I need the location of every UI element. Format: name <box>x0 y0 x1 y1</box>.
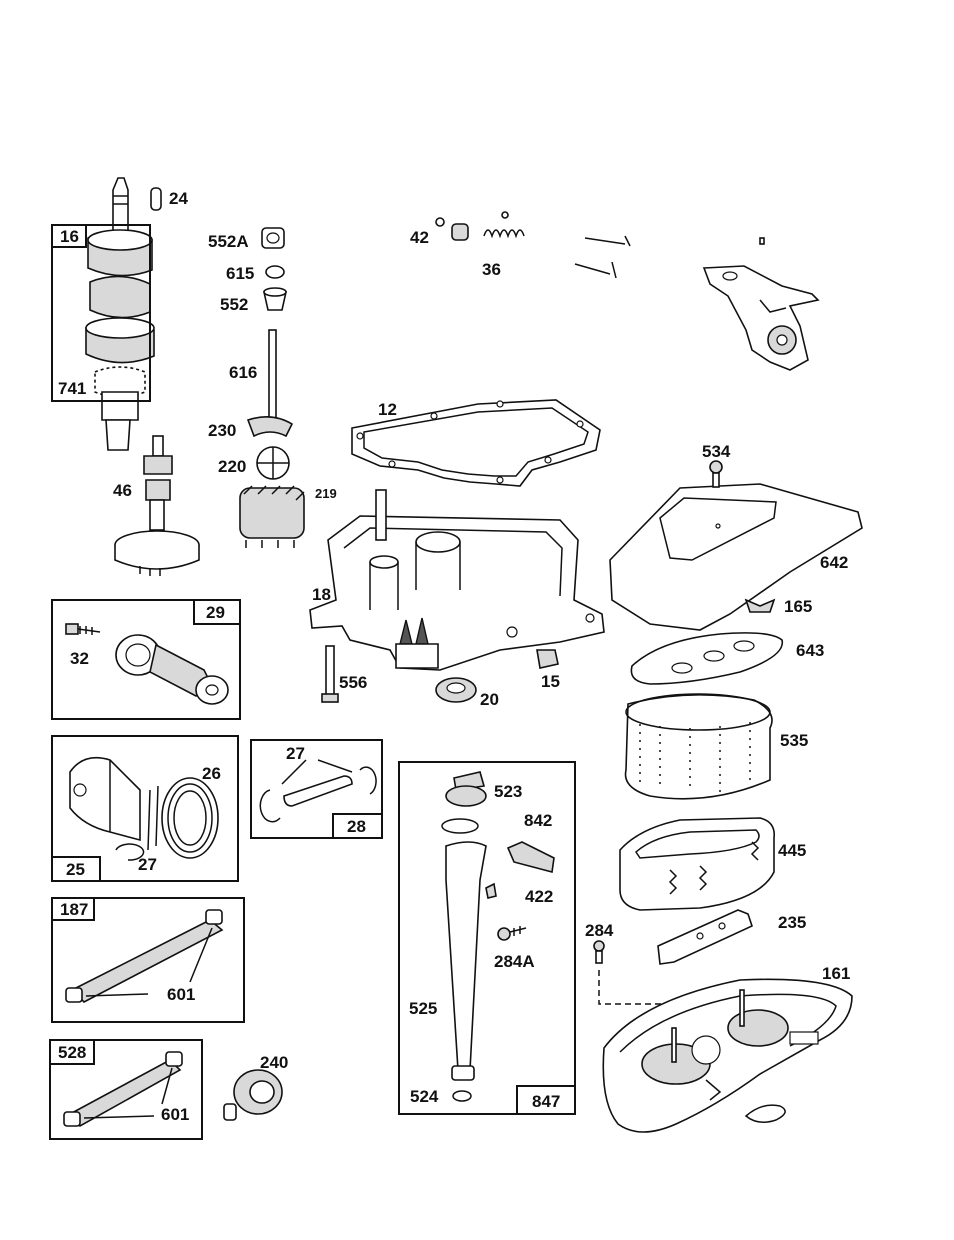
label-552a: 552A <box>208 232 249 251</box>
label-535: 535 <box>780 731 808 750</box>
label-235: 235 <box>778 913 806 932</box>
connecting-rod-part <box>116 635 228 704</box>
label-615: 615 <box>226 264 254 283</box>
label-25: 25 <box>66 860 85 879</box>
label-525: 525 <box>409 999 437 1018</box>
valve-disc-part <box>257 447 289 479</box>
screw-284a-part <box>498 926 526 940</box>
air-cleaner-gasket-part <box>631 633 782 684</box>
label-26: 26 <box>202 764 221 783</box>
label-642: 642 <box>820 553 848 572</box>
label-220: 220 <box>218 457 246 476</box>
valve-retainer-part <box>264 288 286 310</box>
label-36: 36 <box>482 260 501 279</box>
label-240: 240 <box>260 1053 288 1072</box>
piston-rings-part <box>148 778 218 858</box>
label-528: 528 <box>58 1043 86 1062</box>
pre-cleaner-part <box>626 694 773 799</box>
label-28: 28 <box>347 817 366 836</box>
label-556: 556 <box>339 673 367 692</box>
label-552: 552 <box>220 295 248 314</box>
label-523: 523 <box>494 782 522 801</box>
label-616: 616 <box>229 363 257 382</box>
drain-plug-part <box>537 650 558 668</box>
cam-gear-part <box>240 486 304 548</box>
o-ring-524-part <box>453 1091 471 1101</box>
label-524: 524 <box>410 1087 439 1106</box>
label-187: 187 <box>60 900 88 919</box>
o-ring-842-part <box>442 819 478 833</box>
wing-nut-part <box>746 600 774 612</box>
fuel-line-187-part <box>66 910 222 1002</box>
label-601a: 601 <box>167 985 195 1004</box>
bolt-556-part <box>322 646 338 702</box>
label-20: 20 <box>480 690 499 709</box>
bracket-422-part <box>508 842 554 872</box>
crankshaft-part <box>86 178 154 450</box>
label-284: 284 <box>585 921 614 940</box>
bracket-235-part <box>658 910 752 964</box>
label-18: 18 <box>312 585 331 604</box>
crankcase-base-part <box>310 490 604 670</box>
label-12: 12 <box>378 400 397 419</box>
camshaft-part <box>115 436 199 576</box>
label-601b: 601 <box>161 1105 189 1124</box>
label-24: 24 <box>169 189 188 208</box>
label-161: 161 <box>822 964 850 983</box>
screw-534-part <box>710 461 722 487</box>
governor-bracket-part <box>704 238 818 370</box>
fuel-filter-part <box>224 1070 282 1120</box>
air-filter-cartridge-part <box>620 818 774 910</box>
rod-bolt-part <box>66 624 100 635</box>
label-29: 29 <box>206 603 225 622</box>
label-643: 643 <box>796 641 824 660</box>
label-42: 42 <box>410 228 429 247</box>
valve-seal-part <box>262 228 284 248</box>
air-cleaner-base-part <box>603 979 852 1132</box>
valve-stem-part <box>248 330 292 436</box>
label-15: 15 <box>541 672 560 691</box>
label-445: 445 <box>778 841 806 860</box>
label-27b: 27 <box>138 855 157 874</box>
piston-part <box>70 758 140 840</box>
spring-assembly-part <box>436 212 630 278</box>
label-32: 32 <box>70 649 89 668</box>
label-165: 165 <box>784 597 812 616</box>
label-847: 847 <box>532 1092 560 1111</box>
wrist-pin-part <box>260 760 376 822</box>
dipstick-cap-part <box>446 772 486 806</box>
label-230: 230 <box>208 421 236 440</box>
label-284a: 284A <box>494 952 535 971</box>
label-27a: 27 <box>286 744 305 763</box>
valve-keeper-part <box>266 266 284 278</box>
label-46: 46 <box>113 481 132 500</box>
label-842: 842 <box>524 811 552 830</box>
label-16: 16 <box>60 227 79 246</box>
oil-seal-part <box>436 678 476 702</box>
crankshaft-key-part <box>151 188 161 210</box>
base-gasket-part <box>746 1105 785 1122</box>
dipstick-tube-part <box>446 842 496 1080</box>
label-422: 422 <box>525 887 553 906</box>
label-219: 219 <box>315 486 337 501</box>
label-534: 534 <box>702 442 731 461</box>
label-741: 741 <box>58 379 86 398</box>
